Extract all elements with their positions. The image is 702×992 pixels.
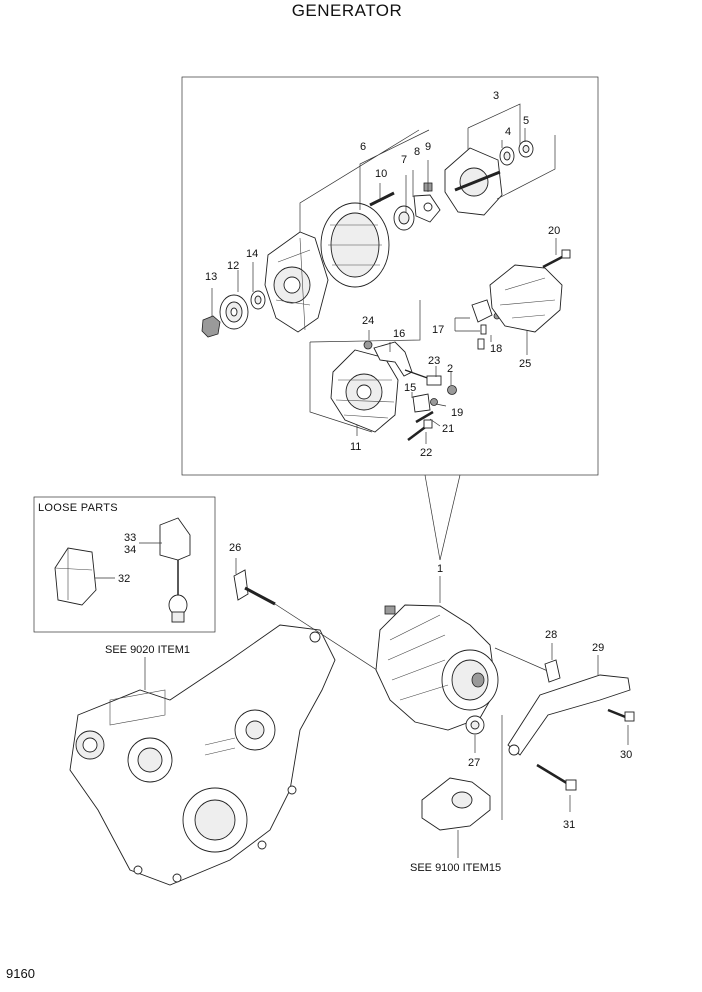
callout-31: 31 — [563, 819, 575, 831]
callout-8: 8 — [414, 146, 420, 158]
callout-6: 6 — [360, 141, 366, 153]
bolt-part-20 — [542, 249, 571, 269]
spacer-part-14 — [250, 290, 266, 310]
callout-9: 9 — [425, 141, 431, 153]
sensor-part-33-34 — [159, 517, 191, 623]
bearing-part-4 — [499, 146, 515, 166]
relay-part-32 — [54, 547, 97, 606]
callout-19: 19 — [451, 407, 463, 419]
stud-part-10 — [369, 191, 395, 207]
bolt-part-31: 31 — [536, 763, 577, 831]
callout-13: 13 — [205, 271, 217, 283]
callout-5: 5 — [523, 115, 529, 127]
callout-17: 17 — [432, 324, 444, 336]
callout-18: 18 — [490, 343, 502, 355]
callout-25: 25 — [519, 358, 531, 370]
callout-3: 3 — [493, 90, 499, 102]
bolt-part-21 — [415, 410, 434, 424]
adjusting-bar-part-29: 29 — [507, 642, 631, 756]
callout-20: 20 — [548, 225, 560, 237]
nut-part-27: 27 — [465, 715, 485, 769]
callout-28: 28 — [545, 629, 557, 641]
callout-26: 26 — [229, 542, 241, 554]
bolt-part-26: 26 — [229, 542, 276, 606]
callout-14: 14 — [246, 248, 258, 260]
callout-2: 2 — [447, 363, 453, 375]
callout-4: 4 — [505, 126, 511, 138]
nut-part-13 — [201, 315, 221, 338]
reference-engine-cover: SEE 9020 ITEM1 — [105, 644, 190, 656]
callout-23: 23 — [428, 355, 440, 367]
rear-housing-part-6 — [264, 231, 329, 333]
callout-32: 32 — [118, 573, 130, 585]
callout-29: 29 — [592, 642, 604, 654]
callout-24: 24 — [362, 315, 374, 327]
terminal-part-15 — [412, 393, 431, 413]
nut-part-2 — [447, 385, 457, 395]
front-housing-part-11 — [330, 349, 399, 433]
plate-part-8 — [413, 194, 441, 223]
callout-30: 30 — [620, 749, 632, 761]
callout-16: 16 — [393, 328, 405, 340]
bolt-part-30: 30 — [607, 708, 635, 761]
loose-parts-label: LOOSE PARTS — [38, 502, 118, 514]
page-title: GENERATOR — [292, 1, 403, 20]
callout-10: 10 — [375, 168, 387, 180]
callout-11: 11 — [350, 441, 361, 453]
regulator-part-17 — [471, 299, 493, 335]
bolt-part-22 — [407, 419, 433, 441]
bolt-part-23 — [426, 375, 442, 386]
washer-part-24 — [363, 340, 373, 350]
screw-part-19 — [430, 398, 438, 406]
bearing-part-5 — [518, 140, 534, 158]
exploded-view-frame — [181, 76, 599, 561]
alternator-assembly-part-1: 1 — [375, 563, 499, 731]
callout-33: 33 — [124, 532, 136, 544]
stator-ring — [320, 202, 390, 288]
callout-34: 34 — [124, 544, 136, 556]
callout-leaders — [211, 103, 557, 444]
rear-cover-part-25 — [489, 264, 563, 333]
loose-parts-box: LOOSE PARTS 32 33 34 — [33, 496, 216, 633]
callout-12: 12 — [227, 260, 239, 272]
reference-bracket: SEE 9100 ITEM15 — [410, 862, 501, 874]
callout-7: 7 — [401, 154, 407, 166]
callout-22: 22 — [420, 447, 432, 459]
callout-1: 1 — [437, 563, 443, 575]
callout-15: 15 — [404, 382, 416, 394]
pulley-part-12 — [219, 294, 249, 330]
callout-21: 21 — [442, 423, 454, 435]
page-number: 9160 — [6, 966, 35, 981]
alternator-bracket: SEE 9100 ITEM15 — [410, 715, 503, 874]
bearing-part-7 — [393, 205, 415, 231]
engine-timing-cover: SEE 9020 ITEM1 — [69, 624, 336, 886]
spacer-part-28: 28 — [544, 629, 561, 683]
top-callout-numbers: 3 4 5 6 7 8 9 10 14 12 13 20 24 16 17 18… — [205, 90, 560, 459]
rotor-part-3 — [444, 147, 503, 216]
callout-27: 27 — [468, 757, 480, 769]
